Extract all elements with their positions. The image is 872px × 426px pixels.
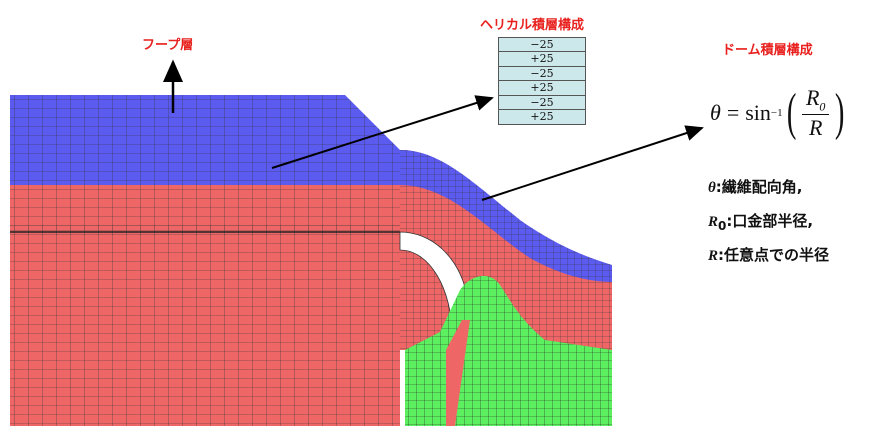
legend-text: :繊維配向角, <box>715 178 803 196</box>
legend-symbol: R <box>708 248 719 264</box>
formula-denominator: R <box>808 115 823 141</box>
legend-r: R:任意点での半径 <box>708 244 829 265</box>
helical-layup-table: −25 +25 −25 +25 −25 +25 <box>498 37 586 126</box>
layup-row: +25 <box>530 109 554 123</box>
fiber-angle-formula: θ = sin−1 ( R0 R ) <box>710 84 845 142</box>
formula-inverse: −1 <box>770 107 783 120</box>
formula-numerator-sub: 0 <box>819 99 826 114</box>
dome-layup-label: ドーム積層構成 <box>722 43 813 58</box>
layup-row: −25 <box>499 67 585 82</box>
legend-symbol: θ <box>708 180 716 196</box>
helical-layup-label: ヘリカル積層構成 <box>480 18 585 33</box>
layup-row: +25 <box>499 52 585 67</box>
legend-r0: R0:口金部半径, <box>708 210 813 233</box>
legend-symbol: R <box>708 214 719 230</box>
layup-row: −25 <box>499 96 585 110</box>
layup-row: +25 <box>499 81 585 96</box>
formula-numerator: R <box>805 85 820 110</box>
legend-text: :任意点での半径 <box>718 246 830 264</box>
formula-sin: sin <box>745 100 771 126</box>
dome-arrow <box>481 125 704 201</box>
formula-equals: = <box>726 100 740 126</box>
helical-arrow <box>271 95 494 169</box>
legend-sub: 0 <box>718 219 727 233</box>
formula-theta: θ <box>710 100 721 126</box>
layup-row: −25 <box>499 38 585 53</box>
formula-fraction: R0 R <box>801 85 830 141</box>
hoop-layer-label: フープ層 <box>142 38 194 53</box>
legend-text: :口金部半径, <box>726 212 814 230</box>
legend-theta: θ:繊維配向角, <box>708 176 803 197</box>
